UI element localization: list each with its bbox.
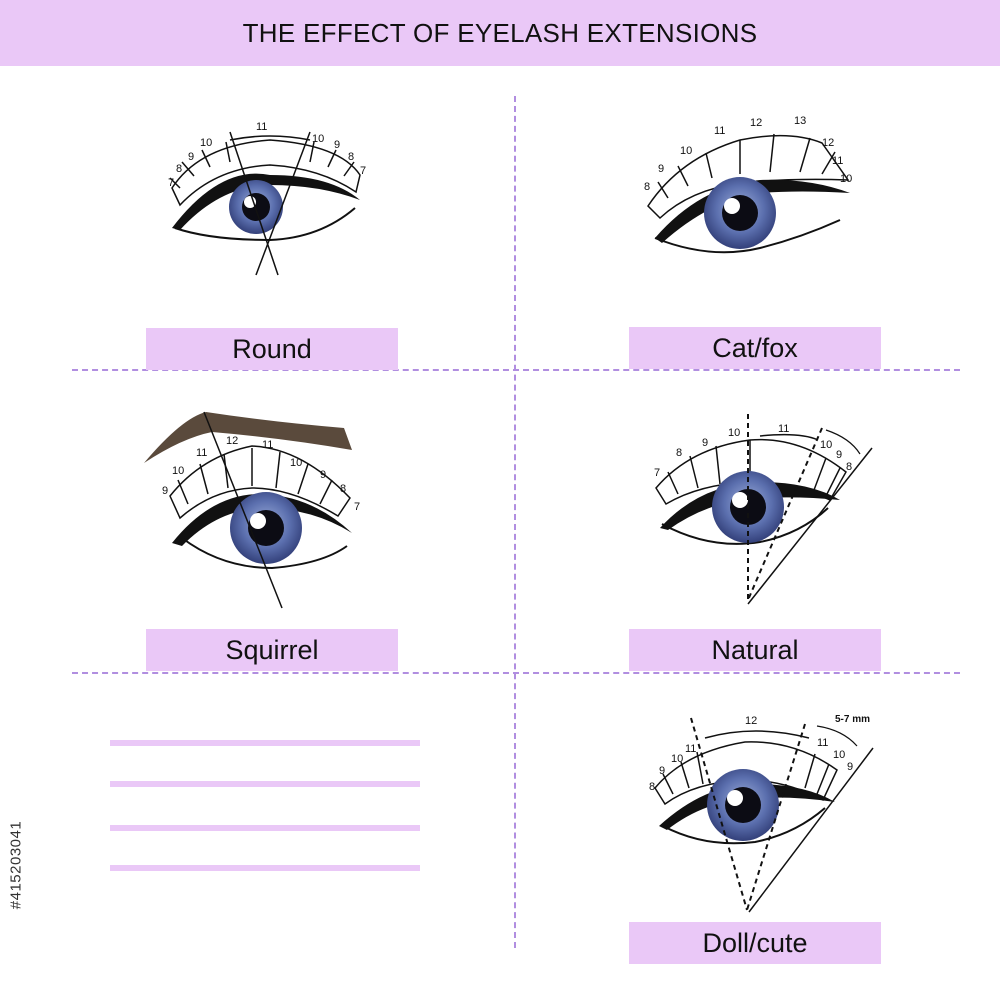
lash-label: 10 (820, 439, 832, 451)
lash-label: 10 (728, 427, 740, 439)
natural-eye-diagram: 7 8 9 10 11 10 9 8 (654, 414, 873, 605)
horizontal-divider-bottom (72, 672, 960, 674)
lash-label: 9 (702, 437, 708, 449)
lash-label: 7 (354, 501, 360, 513)
lash-label: 11 (256, 121, 267, 133)
label-round: Round (146, 328, 398, 370)
lash-label: 9 (659, 765, 665, 777)
lash-label: 12 (750, 117, 762, 129)
label-cat-fox: Cat/fox (629, 327, 881, 369)
lash-label: 11 (832, 155, 843, 167)
vertical-divider (514, 96, 516, 948)
lash-label: 9 (836, 449, 842, 461)
lash-label: 11 (196, 447, 207, 459)
lash-label: 9 (334, 139, 340, 151)
lash-label: 10 (671, 753, 683, 765)
lash-label: 11 (685, 743, 696, 755)
lash-label: 10 (680, 145, 692, 157)
watermark-id: #415203041 (7, 820, 25, 910)
lash-label: 10 (840, 173, 852, 185)
lash-label: 9 (847, 761, 853, 773)
lash-label: 7 (360, 165, 366, 177)
lash-label: 11 (262, 439, 273, 451)
lash-label: 8 (348, 151, 354, 163)
lash-label: 12 (745, 715, 757, 727)
lash-label: 7 (168, 177, 174, 189)
lash-label: 10 (312, 133, 324, 145)
watermark: #415203041 (6, 770, 26, 960)
lash-label: 9 (188, 151, 194, 163)
lash-label: 8 (340, 483, 346, 495)
lash-label: 11 (778, 423, 789, 435)
lash-label: 9 (320, 469, 326, 481)
label-doll-cute: Doll/cute (629, 922, 881, 964)
lash-label: 10 (200, 137, 212, 149)
placeholder-line (110, 781, 420, 787)
cat-fox-eye-diagram: 8 9 10 11 12 13 12 11 10 (644, 115, 852, 254)
lash-label: 10 (833, 749, 845, 761)
placeholder-line (110, 865, 420, 871)
squirrel-eye-diagram: 9 10 11 12 11 10 9 8 7 (144, 411, 360, 609)
lash-label: 8 (676, 447, 682, 459)
eyebrow (144, 412, 352, 463)
lash-label: 10 (172, 465, 184, 477)
placeholder-line (110, 825, 420, 831)
lash-label: 8 (176, 163, 182, 175)
doll-range-annotation: 5-7 mm (835, 714, 870, 725)
lash-label: 8 (846, 461, 852, 473)
lash-label: 8 (649, 781, 655, 793)
page-title: THE EFFECT OF EYELASH EXTENSIONS (242, 17, 758, 48)
placeholder-line (110, 740, 420, 746)
placeholder-lines (110, 740, 420, 880)
lash-label: 13 (794, 115, 806, 127)
lash-label: 7 (654, 467, 660, 479)
round-eye-diagram: 7 8 9 10 11 10 9 8 7 (168, 121, 366, 276)
horizontal-divider-top (72, 369, 960, 371)
lash-label: 10 (290, 457, 302, 469)
lash-label: 12 (226, 435, 238, 447)
lash-label: 11 (714, 125, 725, 137)
doll-cute-eye-diagram: 8 9 10 11 12 11 10 9 5-7 mm (649, 714, 874, 913)
lash-label: 8 (644, 181, 650, 193)
lash-label: 11 (817, 737, 828, 749)
label-squirrel: Squirrel (146, 629, 398, 671)
title-bar: THE EFFECT OF EYELASH EXTENSIONS (0, 0, 1000, 66)
label-natural: Natural (629, 629, 881, 671)
lash-label: 9 (658, 163, 664, 175)
lash-label: 9 (162, 485, 168, 497)
lash-label: 12 (822, 137, 834, 149)
